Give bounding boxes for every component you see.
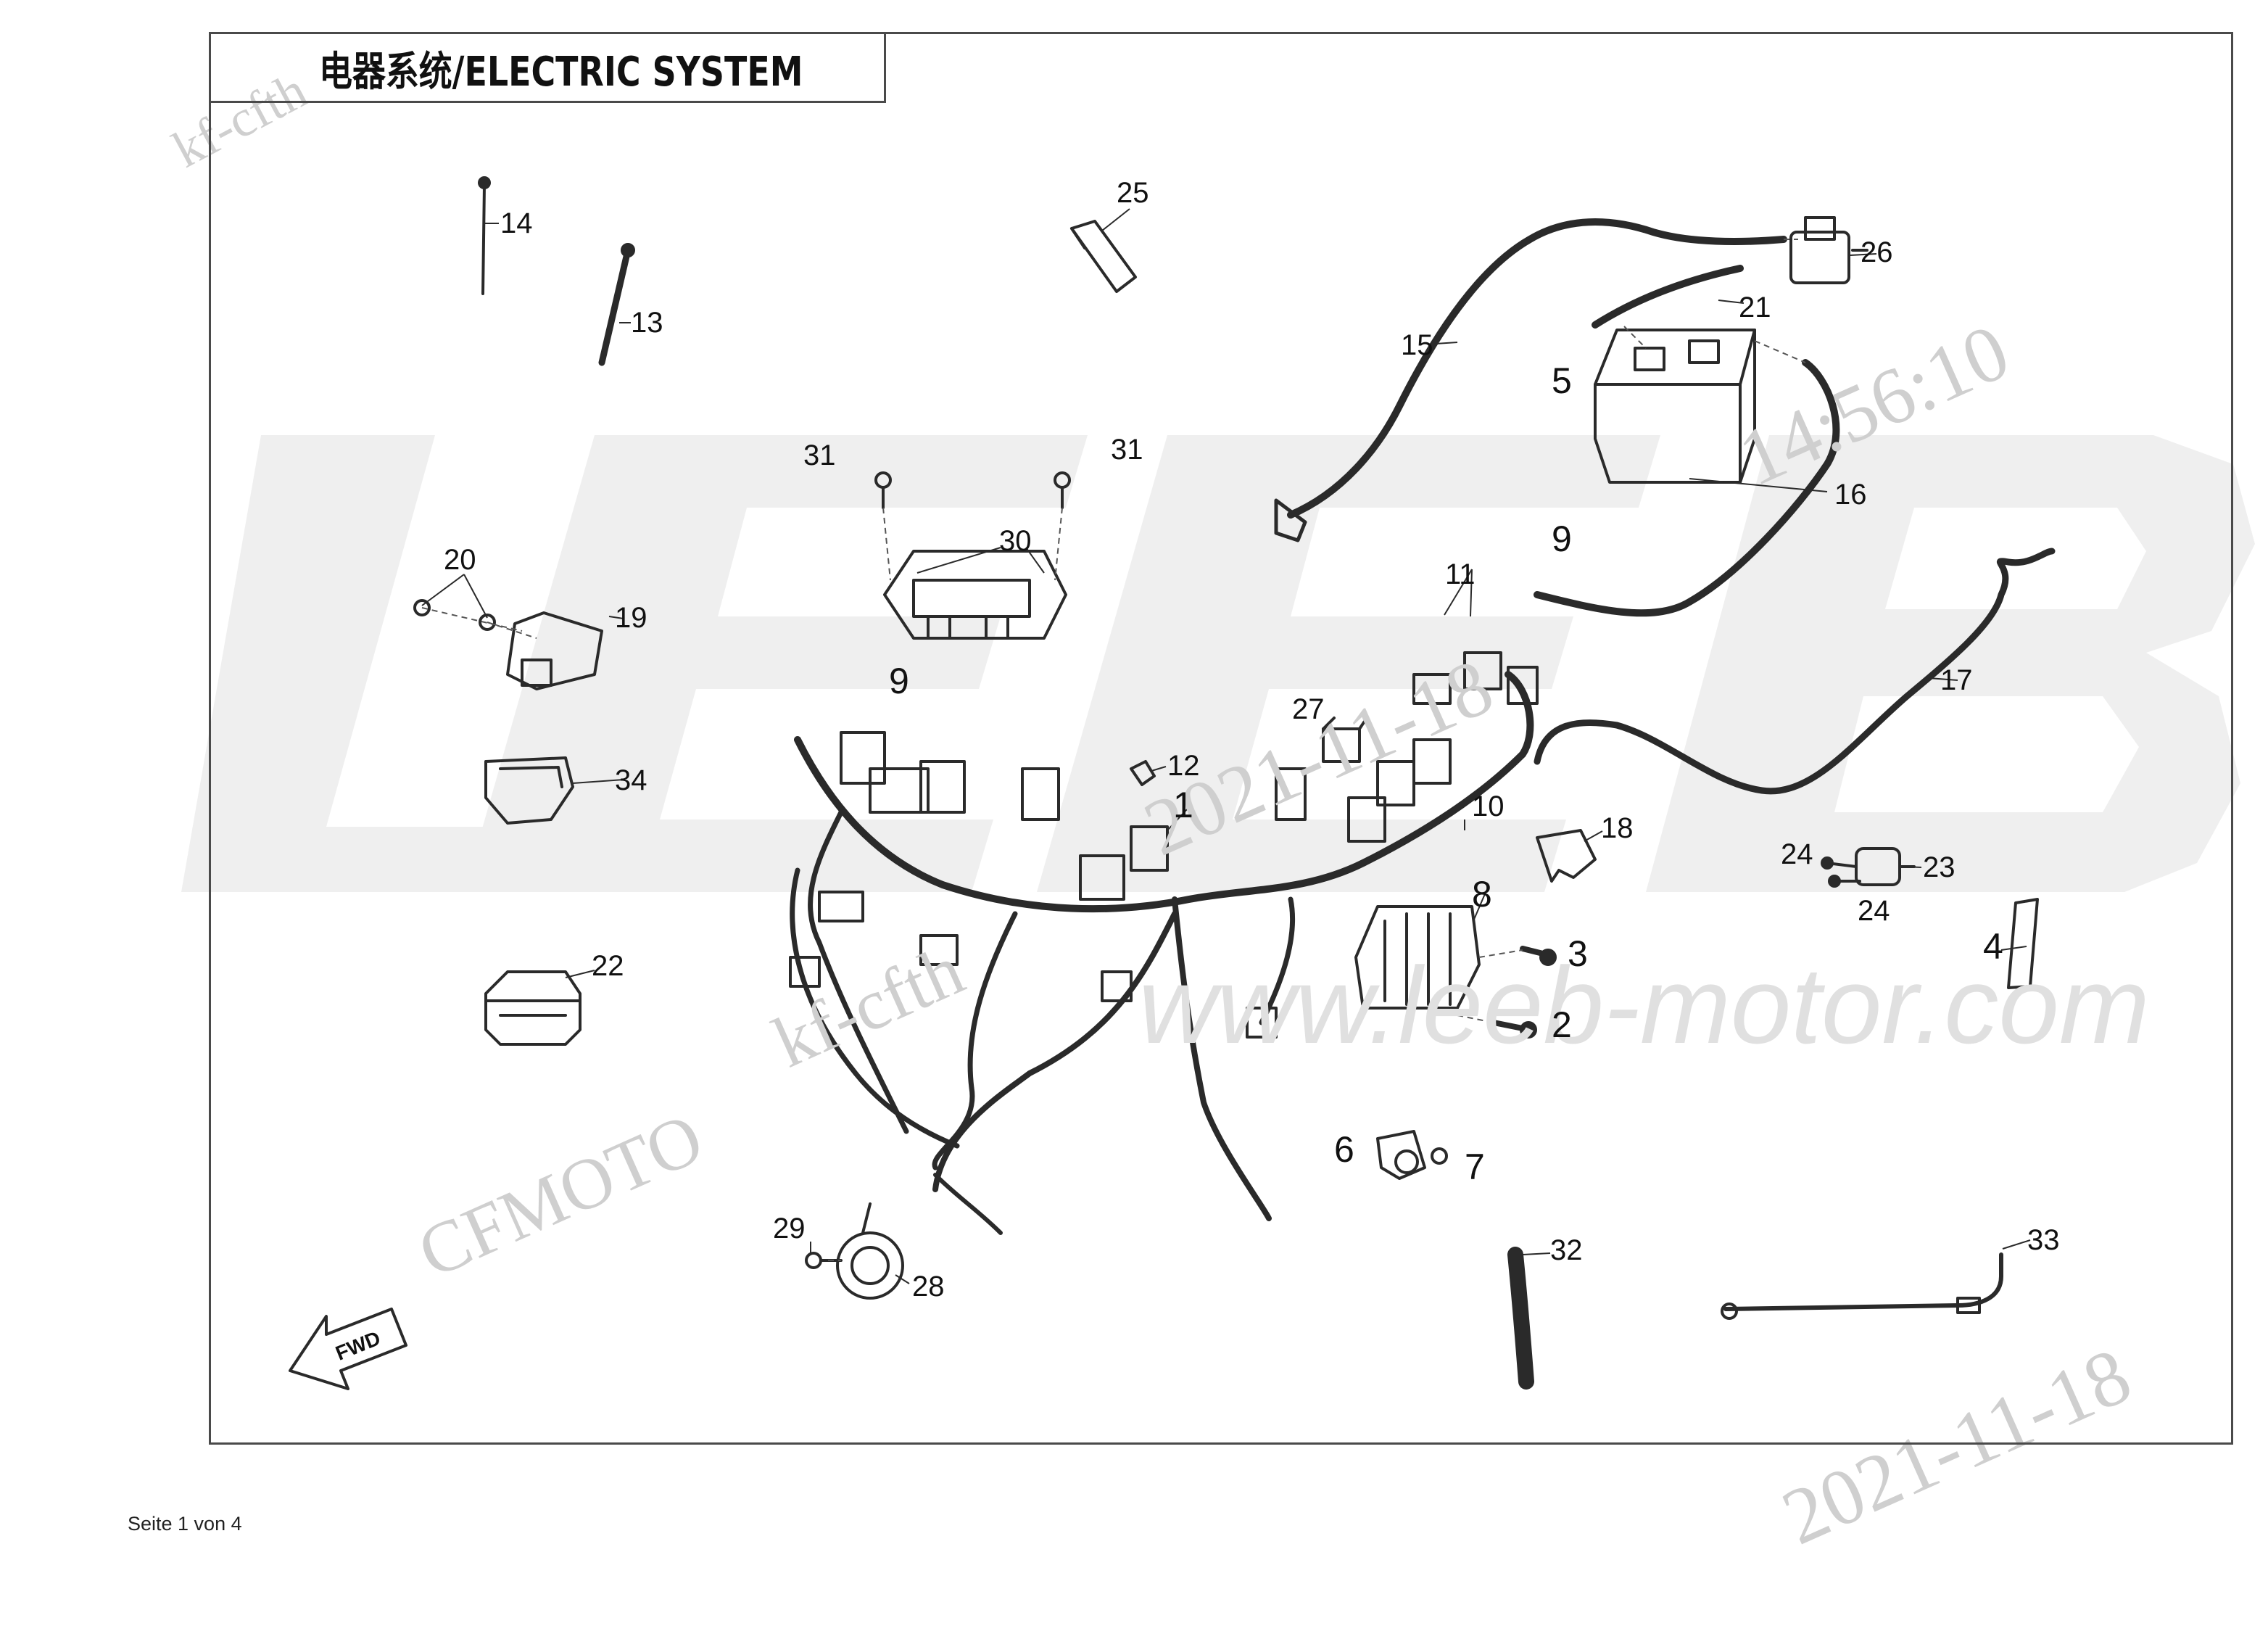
callout-16: 16 [1834, 479, 1867, 511]
callout-12: 12 [1167, 750, 1200, 782]
watermark-website: www.leeb-motor.com [1138, 944, 2150, 1066]
callout-4: 4 [1983, 926, 2003, 967]
callout-33: 33 [2027, 1224, 2060, 1256]
part-8-regulator [1354, 905, 1481, 1010]
part-3-bolt [1520, 946, 1557, 966]
callout-29: 29 [773, 1213, 806, 1244]
fwd-arrow-icon [289, 1308, 407, 1390]
leeb-watermark-graphic [181, 435, 2255, 892]
callout-5: 5 [1552, 360, 1572, 401]
assembly-lines [421, 239, 1806, 1261]
part-25-sleeve [1070, 220, 1137, 293]
part-30-ecu [883, 550, 1067, 640]
diagram-frame [209, 32, 2233, 1445]
part-17-cable [1534, 548, 2056, 795]
part-28-horn [836, 1202, 904, 1300]
part-26-relay [1789, 216, 1868, 284]
callout-21: 21 [1739, 292, 1771, 323]
callout-24a: 24 [1781, 838, 1813, 870]
part-12-clip [1130, 760, 1156, 786]
callout-9b: 9 [1552, 519, 1572, 559]
part-6-clamp [1376, 1130, 1426, 1180]
callout-24b: 24 [1858, 895, 1890, 927]
part-21-cable [1592, 265, 1744, 329]
part-1-wiring-harness [789, 651, 1539, 1235]
page-title: 电器系统/ELECTRIC SYSTEM [319, 49, 803, 96]
part-34-cover [484, 756, 574, 825]
callout-28: 28 [912, 1271, 945, 1302]
callout-26: 26 [1861, 236, 1893, 268]
callout-6: 6 [1334, 1129, 1354, 1170]
part-7-nut [1431, 1147, 1448, 1165]
callout-25: 25 [1117, 177, 1149, 209]
callout-22: 22 [592, 950, 624, 982]
part-24-bolt [1821, 856, 1861, 888]
callout-17: 17 [1940, 664, 1973, 696]
callout-34: 34 [615, 764, 647, 796]
part-20-nut [413, 599, 496, 631]
part-19-module [506, 611, 603, 690]
callout-15: 15 [1401, 329, 1433, 361]
part-16-cable [1534, 359, 1840, 617]
part-31-screw [874, 471, 1071, 509]
callout-19: 19 [615, 602, 647, 634]
part-4-strap [2007, 898, 2039, 989]
callout-2: 2 [1552, 1004, 1572, 1045]
part-13-rod [598, 243, 635, 366]
page-footer: Seite 1 von 4 [128, 1513, 242, 1535]
part-2-bolt [1491, 1020, 1537, 1039]
part-5-battery [1594, 329, 1756, 484]
callout-9a: 9 [889, 661, 909, 701]
part-18-bracket [1536, 829, 1597, 883]
callout-3: 3 [1568, 933, 1588, 974]
callout-31b: 31 [1111, 434, 1143, 466]
part-32-hose [1507, 1247, 1534, 1390]
part-22-module [484, 970, 582, 1046]
callout-14: 14 [500, 207, 533, 239]
part-15-cable [1274, 218, 1787, 542]
leader-lines [421, 208, 2031, 1284]
callout-30a: 30 [999, 525, 1032, 557]
callout-31a: 31 [803, 439, 836, 471]
callout-18: 18 [1601, 812, 1634, 844]
callout-8: 8 [1472, 874, 1492, 915]
title-box [209, 32, 886, 103]
part-14-rod [478, 176, 491, 295]
callout-20: 20 [444, 544, 476, 576]
callout-13: 13 [631, 307, 663, 339]
part-27-relay [1322, 717, 1368, 763]
callout-32: 32 [1550, 1234, 1583, 1266]
callout-10: 10 [1472, 790, 1505, 822]
callout-7: 7 [1465, 1147, 1485, 1187]
callout-1: 1 [1173, 785, 1193, 825]
callout-11a: 11 [1445, 558, 1476, 590]
part-33-cable [1721, 1252, 2003, 1320]
callout-27: 27 [1292, 693, 1325, 725]
callout-23: 23 [1923, 851, 1955, 883]
